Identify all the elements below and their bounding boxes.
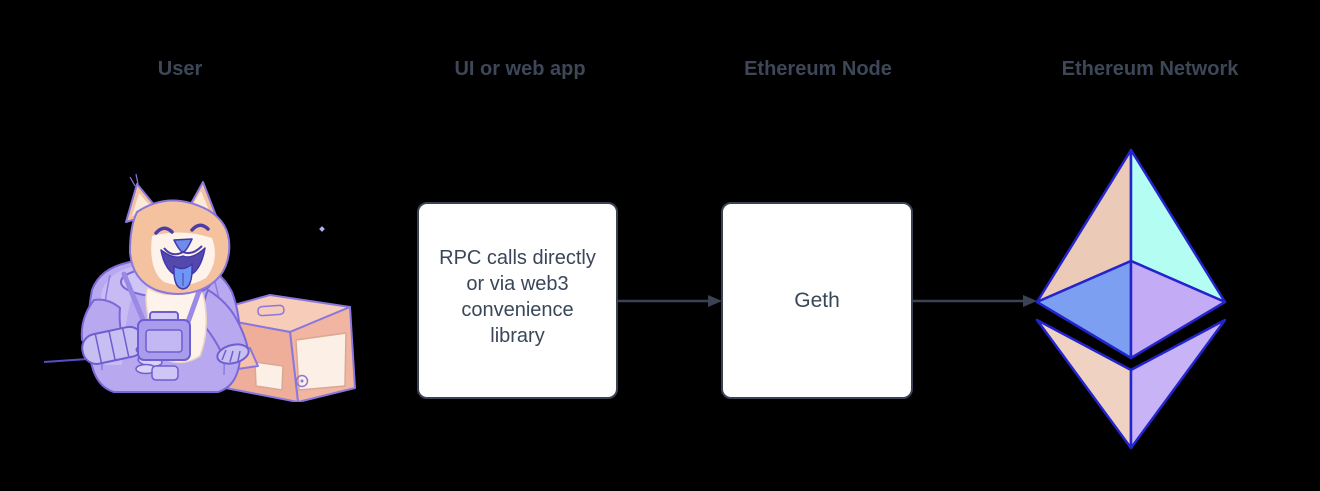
- doge-head: [125, 173, 231, 295]
- arrow-webapp-to-node: [618, 295, 722, 307]
- geth-box-line: Geth: [794, 288, 840, 312]
- arrow-node-to-network: [913, 295, 1037, 307]
- label-ui-or-web-app: UI or web app: [454, 58, 586, 80]
- webapp-box-line: library: [490, 324, 545, 347]
- webapp-box-line: or via web3: [466, 272, 569, 295]
- label-ethereum-network: Ethereum Network: [1061, 58, 1239, 80]
- doge-astronaut-illustration: [43, 173, 356, 402]
- sparkle-icon: [319, 226, 325, 232]
- webapp-box-line: convenience: [461, 298, 574, 321]
- webapp-box-line: RPC calls directly: [439, 246, 596, 269]
- label-user: User: [157, 58, 203, 80]
- webapp-box: RPC calls directly or via web3 convenien…: [417, 202, 618, 399]
- astronaut-suit: [80, 261, 250, 393]
- ethereum-logo: [1035, 148, 1227, 450]
- geth-box: Geth: [721, 202, 913, 399]
- label-ethereum-node: Ethereum Node: [744, 58, 892, 80]
